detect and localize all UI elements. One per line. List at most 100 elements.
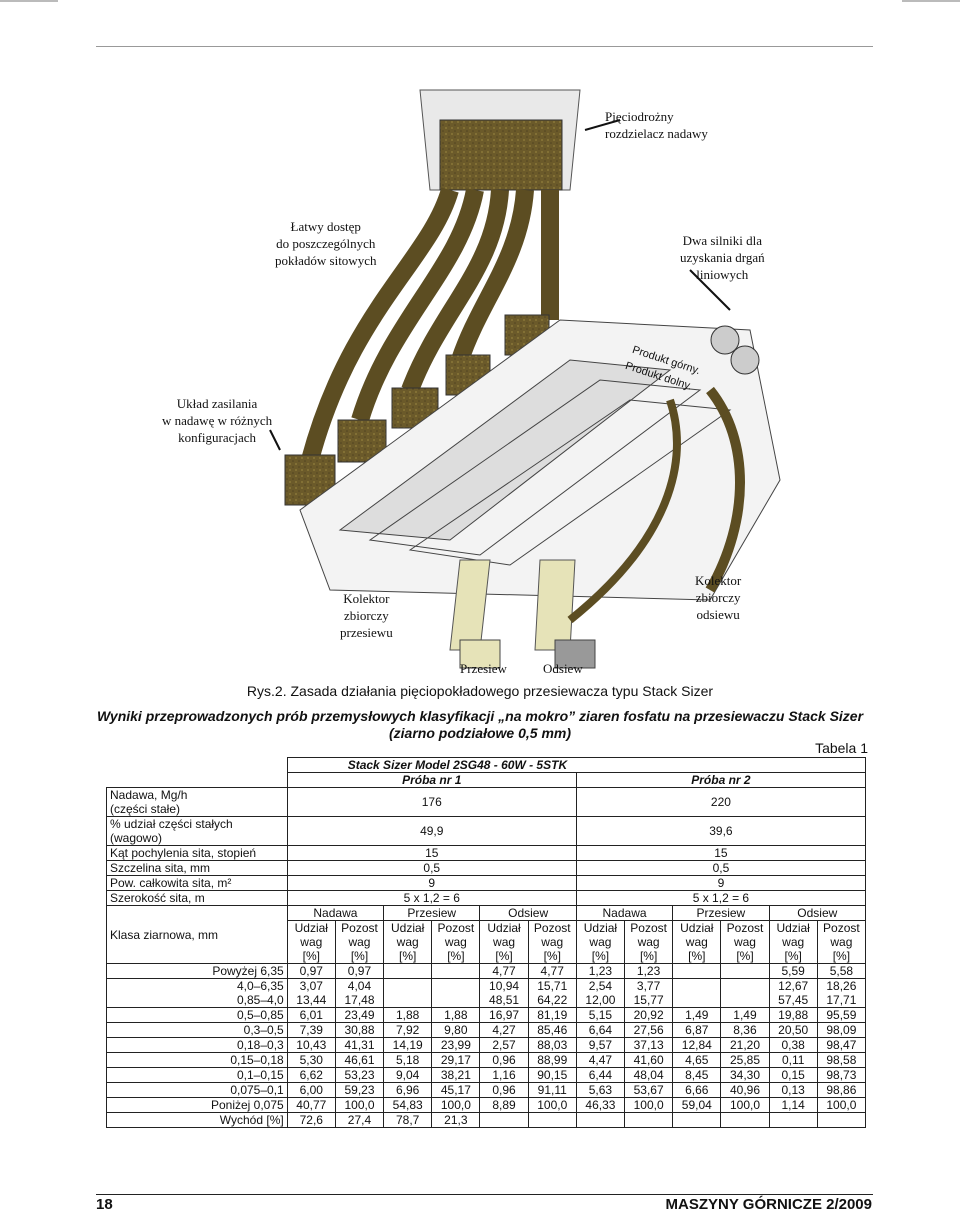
corner-mark-left bbox=[0, 0, 58, 2]
data-cell bbox=[672, 1112, 722, 1128]
data-cell: 88,03 bbox=[527, 1037, 577, 1053]
callout-line: pokładów sitowych bbox=[275, 253, 377, 268]
data-cell: 100,0 bbox=[527, 1097, 577, 1113]
data-cell: 1,88 bbox=[431, 1007, 481, 1023]
data-cell: 53,23 bbox=[334, 1067, 385, 1083]
data-cell: 9,04 bbox=[383, 1067, 433, 1083]
heading-line-2: (ziarno podziałowe 0,5 mm) bbox=[388, 725, 572, 741]
group-header: Odsiew bbox=[479, 905, 577, 921]
data-cell: 20,92 bbox=[624, 1007, 674, 1023]
data-cell: 30,88 bbox=[334, 1022, 385, 1038]
data-cell: 53,67 bbox=[624, 1082, 674, 1098]
data-cell: 85,46 bbox=[527, 1022, 577, 1038]
data-cell: 9,80 bbox=[431, 1022, 481, 1038]
data-cell: 5,18 bbox=[383, 1052, 433, 1068]
trial-2-header: Próba nr 2 bbox=[575, 772, 867, 788]
data-cell bbox=[527, 1112, 577, 1128]
data-cell: 0,13 bbox=[768, 1082, 818, 1098]
data-cell: 1,23 bbox=[575, 963, 626, 979]
callout-line: liniowych bbox=[696, 267, 749, 282]
data-cell: 12,84 bbox=[672, 1037, 722, 1053]
data-cell: 88,99 bbox=[527, 1052, 577, 1068]
callout-collector-undersize: Kolektor zbiorczy przesiewu bbox=[340, 590, 393, 641]
data-cell bbox=[431, 963, 481, 979]
callout-line: Kolektor bbox=[343, 591, 390, 606]
data-cell: 37,13 bbox=[624, 1037, 674, 1053]
data-cell: 81,19 bbox=[527, 1007, 577, 1023]
data-cell: 8,36 bbox=[720, 1022, 770, 1038]
data-cell: 90,15 bbox=[527, 1067, 577, 1083]
data-cell bbox=[768, 1112, 818, 1128]
group-header: Przesiew bbox=[383, 905, 481, 921]
callout-line: w nadawę w różnych bbox=[162, 413, 273, 428]
callout-motors: Dwa silniki dla uzyskania drgań liniowyc… bbox=[680, 232, 765, 283]
param-value-trial-2: 5 x 1,2 = 6 bbox=[575, 890, 867, 906]
callout-line: Łatwy dostęp bbox=[290, 219, 361, 234]
table-model-row: Stack Sizer Model 2SG48 - 60W - 5STK bbox=[106, 757, 867, 773]
group-header: Nadawa bbox=[575, 905, 674, 921]
callout-line: uzyskania drgań bbox=[680, 250, 765, 265]
data-cell: 38,21 bbox=[431, 1067, 481, 1083]
param-label: Pow. całkowita sita, m² bbox=[106, 875, 288, 891]
data-cell: 14,19 bbox=[383, 1037, 433, 1053]
size-class: 0,15–0,18 bbox=[106, 1052, 288, 1068]
data-cell: 5,58 bbox=[816, 963, 867, 979]
data-cell: 2,57 bbox=[479, 1037, 529, 1053]
data-cell: 8,89 bbox=[479, 1097, 529, 1113]
size-class: 0,3–0,5 bbox=[106, 1022, 288, 1038]
data-cell: 6,66 bbox=[672, 1082, 722, 1098]
data-cell: 0,11 bbox=[768, 1052, 818, 1068]
data-cell: 5,59 bbox=[768, 963, 818, 979]
data-cell bbox=[720, 978, 770, 1008]
callout-feed: Układ zasilania w nadawę w różnych konfi… bbox=[162, 395, 272, 446]
data-cell: 100,0 bbox=[431, 1097, 481, 1113]
callout-line: Pięciodrożny bbox=[605, 109, 674, 124]
data-cell: 0,97 bbox=[334, 963, 385, 979]
data-cell: 41,31 bbox=[334, 1037, 385, 1053]
data-cell: 10,43 bbox=[286, 1037, 336, 1053]
size-class: 0,18–0,3 bbox=[106, 1037, 288, 1053]
data-cell: 21,3 bbox=[431, 1112, 481, 1128]
data-cell: 1,88 bbox=[383, 1007, 433, 1023]
data-cell: 27,4 bbox=[334, 1112, 385, 1128]
data-cell: 98,58 bbox=[816, 1052, 867, 1068]
data-cell: 6,01 bbox=[286, 1007, 336, 1023]
size-class: Poniżej 0,075 bbox=[106, 1097, 288, 1113]
stack-sizer-drawing bbox=[269, 89, 781, 669]
data-cell: 0,97 bbox=[286, 963, 336, 979]
data-cell: 16,97 bbox=[479, 1007, 529, 1023]
data-cell: 1,14 bbox=[768, 1097, 818, 1113]
callout-collector-oversize: Kolektor zbiorczy odsiewu bbox=[695, 572, 741, 623]
param-value-trial-1: 49,9 bbox=[286, 816, 577, 846]
data-cell: 54,83 bbox=[383, 1097, 433, 1113]
data-cell: 8,45 bbox=[672, 1067, 722, 1083]
data-cell: 91,11 bbox=[527, 1082, 577, 1098]
header-rule bbox=[96, 46, 873, 47]
data-cell: 7,39 bbox=[286, 1022, 336, 1038]
data-cell: 40,77 bbox=[286, 1097, 336, 1113]
callout-line: do poszczególnych bbox=[276, 236, 376, 251]
data-cell: 98,47 bbox=[816, 1037, 867, 1053]
data-cell: 59,23 bbox=[334, 1082, 385, 1098]
data-cell bbox=[720, 963, 770, 979]
data-cell bbox=[672, 963, 722, 979]
data-cell bbox=[383, 963, 433, 979]
data-cell: 23,99 bbox=[431, 1037, 481, 1053]
data-cell: 98,86 bbox=[816, 1082, 867, 1098]
data-cell: 23,49 bbox=[334, 1007, 385, 1023]
data-cell: 25,85 bbox=[720, 1052, 770, 1068]
